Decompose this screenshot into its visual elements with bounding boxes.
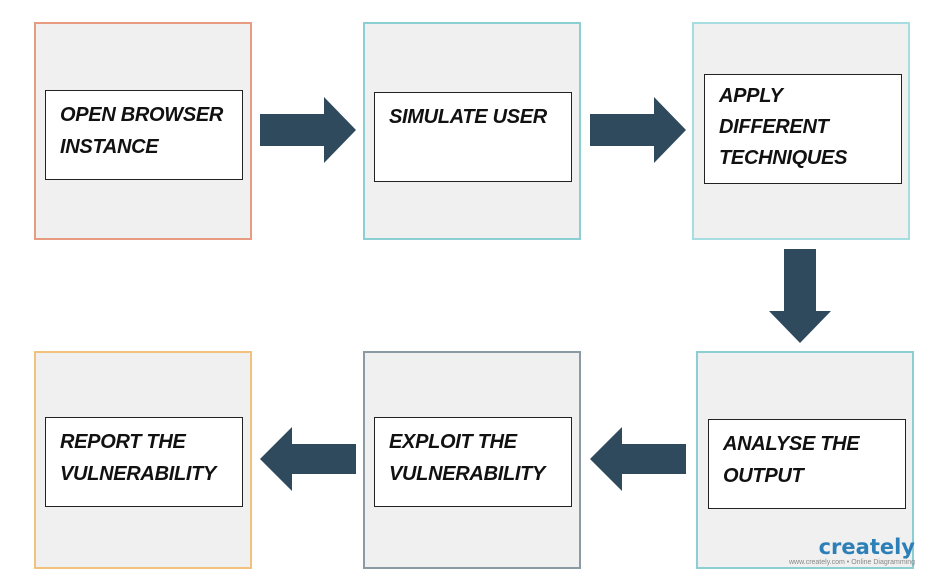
step-label-simulate-user: SIMULATE USER [374,92,572,182]
arrow-left-2 [260,427,356,491]
step-apply-techniques: APPLY DIFFERENT TECHNIQUES [692,22,910,240]
step-exploit-vulnerability: EXPLOIT THE VULNERABILITY [363,351,581,569]
step-label-exploit-vulnerability: EXPLOIT THE VULNERABILITY [374,417,572,507]
step-open-browser: OPEN BROWSER INSTANCE [34,22,252,240]
brand-name: creately [818,535,915,559]
step-label-report-vulnerability: REPORT THE VULNERABILITY [45,417,243,507]
arrow-left-1 [590,427,686,491]
step-label-apply-techniques: APPLY DIFFERENT TECHNIQUES [704,74,902,184]
arrow-down [769,249,831,343]
step-report-vulnerability: REPORT THE VULNERABILITY [34,351,252,569]
brand-tagline: www.creately.com • Online Diagramming [788,559,915,566]
arrow-right-2 [590,97,686,163]
arrow-right-1 [260,97,356,163]
step-label-analyse-output: ANALYSE THE OUTPUT [708,419,906,509]
step-analyse-output: ANALYSE THE OUTPUT [696,351,914,569]
step-simulate-user: SIMULATE USER [363,22,581,240]
creately-watermark: creately www.creately.com • Online Diagr… [789,536,915,567]
step-label-open-browser: OPEN BROWSER INSTANCE [45,90,243,180]
